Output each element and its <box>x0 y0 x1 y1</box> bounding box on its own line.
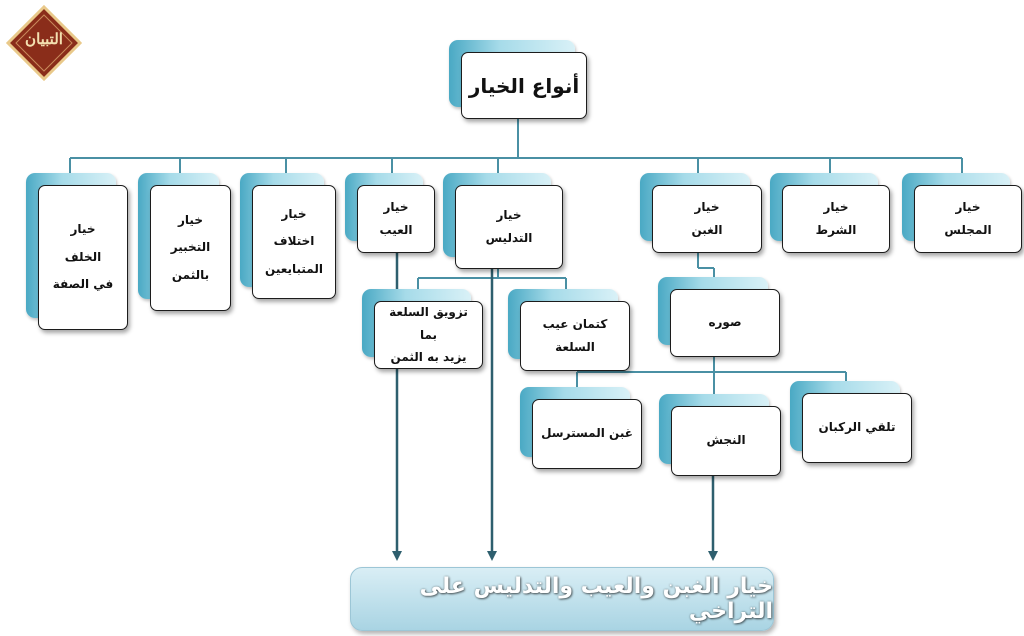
node-line: خيار <box>178 212 203 227</box>
node-khiyar-shart: خيار الشرط <box>770 173 890 253</box>
node-khiyar-tadlis: خيار التدليس <box>443 173 563 269</box>
node-talaqqi-rukban: تلقي الركبان <box>790 381 912 463</box>
conclusion-banner: خيار الغبن والعيب والتدليس على التراخي <box>350 567 774 631</box>
node-ghabn-forms: صوره <box>658 277 780 357</box>
node-line: اختلاف <box>273 234 315 249</box>
node-line: تلقي الركبان <box>818 420 896 435</box>
node-khiyar-ayb: خيار العيب <box>345 173 435 253</box>
node-line: كتمان عيب <box>542 317 608 332</box>
node-line: في الصفة <box>52 277 114 292</box>
node-line: خيار <box>955 200 981 215</box>
node-line: خيار <box>70 222 96 237</box>
node-line: صوره <box>708 315 742 330</box>
node-line: خيار <box>383 200 409 215</box>
node-line: غبن المسترسل <box>541 426 633 441</box>
node-line: الشرط <box>815 223 857 237</box>
root-label: أنواع الخيار <box>468 73 580 98</box>
node-line: خيار <box>281 206 307 221</box>
node-najsh: النجش <box>659 394 781 476</box>
node-line: النجش <box>706 433 746 448</box>
node-line: خيار <box>694 200 720 215</box>
node-line: خيار <box>823 200 849 215</box>
node-line: السلعة <box>555 340 595 354</box>
node-khiyar-takhbir: خيار التخبير بالثمن <box>138 173 231 311</box>
node-line: المتبايعين <box>265 261 323 276</box>
node-kitman-ayb: كتمان عيب السلعة <box>508 289 630 371</box>
node-tazwiq-silaa: تزويق السلعة بما يزيد به الثمن <box>362 289 483 369</box>
logo-emblem <box>6 5 82 81</box>
conclusion-label: خيار الغبن والعيب والتدليس على التراخي <box>419 574 773 624</box>
node-line: العيب <box>379 223 413 237</box>
node-line: الغبن <box>691 223 723 237</box>
node-khiyar-ghabn: خيار الغبن <box>640 173 762 253</box>
node-khiyar-majlis: خيار المجلس <box>902 173 1022 253</box>
node-line: التدليس <box>485 231 533 245</box>
node-ghabn-mustarsil: غبن المسترسل <box>520 387 642 469</box>
node-line: تزويق السلعة بما <box>389 304 468 342</box>
node-khiyar-khulf: خيار الخلف في الصفة <box>26 173 128 330</box>
node-line: الخلف <box>64 249 102 264</box>
node-khiyar-ikhtilaf: خيار اختلاف المتبايعين <box>240 173 336 299</box>
logo-text: التبيان <box>25 30 63 48</box>
root-node: أنواع الخيار <box>449 40 587 119</box>
node-line: المجلس <box>944 223 992 237</box>
node-line: يزيد به الثمن <box>390 350 467 365</box>
node-line: بالثمن <box>171 267 210 282</box>
node-line: خيار <box>496 208 522 223</box>
node-line: التخبير <box>170 240 211 255</box>
